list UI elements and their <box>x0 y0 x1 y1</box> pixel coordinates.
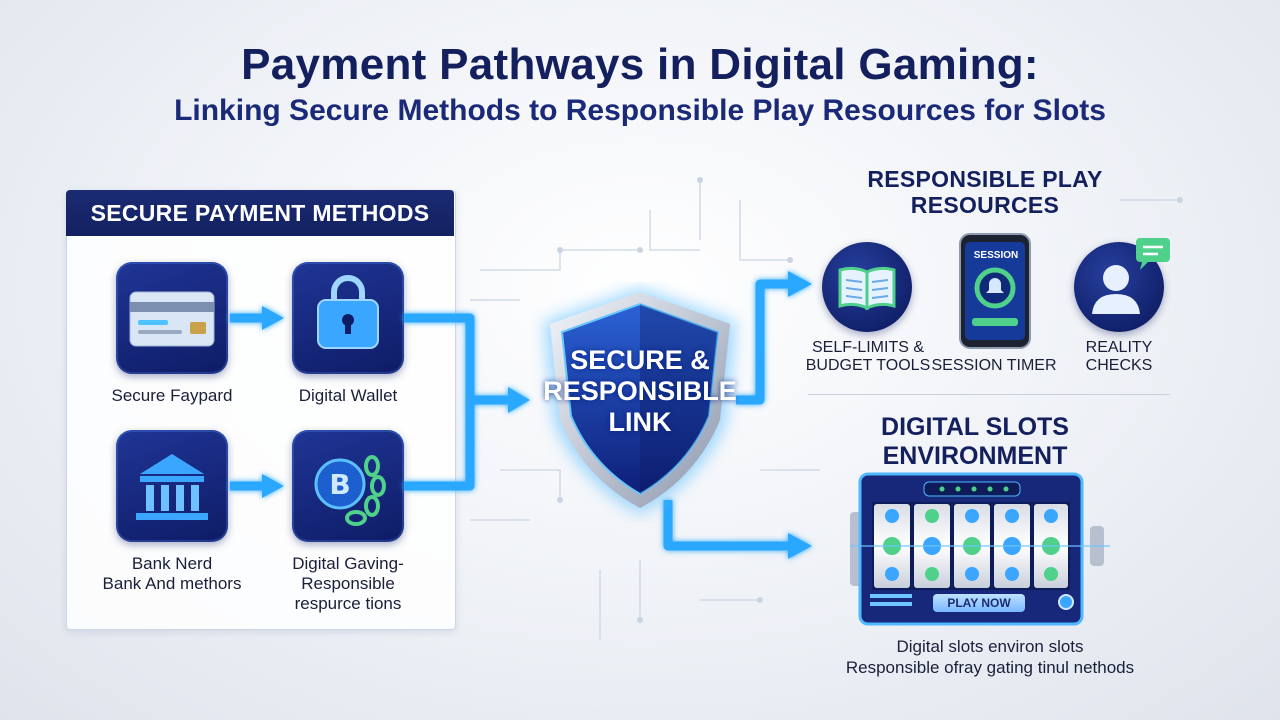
caption-line: REALITY <box>1085 339 1153 356</box>
payment-caption-crypto: Digital Gaving- Responsible respurce tio… <box>266 554 430 614</box>
caption-line: SESSION TIMER <box>931 357 1057 374</box>
caption-line: CHECKS <box>1085 357 1153 374</box>
payment-caption-bank: Bank Nerd Bank And methors <box>92 554 252 594</box>
book-icon[interactable] <box>822 242 912 332</box>
shield-label: SECURE & RESPONSIBLE LINK <box>540 345 740 438</box>
chat-bubble-icon <box>1136 238 1170 270</box>
user-chat-icon[interactable] <box>1074 242 1164 332</box>
title-line: DIGITAL SLOTS <box>881 413 1069 441</box>
payment-caption-wallet: Digital Wallet <box>268 386 428 406</box>
caption-line: BUDGET TOOLS <box>805 357 931 374</box>
resource-caption-session-timer: SESSION TIMER <box>930 357 1058 375</box>
svg-text:B: B <box>329 468 350 501</box>
shield-line: RESPONSIBLE <box>543 376 737 406</box>
page-subtitle: Linking Secure Methods to Responsible Pl… <box>174 94 1106 127</box>
caption-line: Responsible ofray gating tinul nethods <box>845 658 1135 677</box>
bitcoin-chain-icon[interactable]: B <box>292 430 404 542</box>
resource-caption-reality-checks: REALITY CHECKS <box>1060 339 1178 375</box>
caption-line: Digital slots environ slots <box>896 637 1084 656</box>
phone-timer-icon[interactable] <box>958 232 1032 350</box>
phone-screen-label: SESSION <box>973 250 1019 261</box>
slots-environment-title: DIGITAL SLOTS ENVIRONMENT <box>840 413 1110 471</box>
bank-icon[interactable] <box>116 430 228 542</box>
shield-icon <box>544 288 736 514</box>
caption-line: Bank Nerd <box>131 554 213 573</box>
caption-line: SELF-LIMITS & <box>811 339 925 356</box>
page-title: Payment Pathways in Digital Gaming: <box>241 40 1039 89</box>
title-line: RESOURCES <box>910 192 1060 218</box>
caption-line: Bank And methors <box>102 574 242 593</box>
slots-caption: Digital slots environ slots Responsible … <box>790 636 1190 678</box>
resource-caption-self-limits: SELF-LIMITS & BUDGET TOOLS <box>800 339 936 375</box>
caption-line: Digital Gaving- <box>292 554 404 573</box>
title-line: RESPONSIBLE PLAY <box>867 166 1103 192</box>
shield-line: LINK <box>608 407 672 437</box>
payment-caption-card: Secure Faypard <box>92 386 252 406</box>
credit-card-icon[interactable] <box>116 262 228 374</box>
caption-line: Secure Faypard <box>111 386 233 405</box>
section-divider <box>808 394 1170 395</box>
caption-line: respurce tions <box>294 594 402 613</box>
caption-line: Digital Wallet <box>298 386 398 405</box>
slot-machine-icon <box>850 472 1110 626</box>
caption-line: Responsible <box>301 574 395 593</box>
title-line: ENVIRONMENT <box>882 442 1068 470</box>
payment-methods-header: SECURE PAYMENT METHODS <box>66 190 454 236</box>
play-now-button[interactable]: PLAY NOW <box>933 594 1025 612</box>
wallet-lock-icon[interactable] <box>292 262 404 374</box>
shield-line: SECURE & <box>570 345 710 375</box>
responsible-play-title: RESPONSIBLE PLAY RESOURCES <box>840 166 1130 218</box>
